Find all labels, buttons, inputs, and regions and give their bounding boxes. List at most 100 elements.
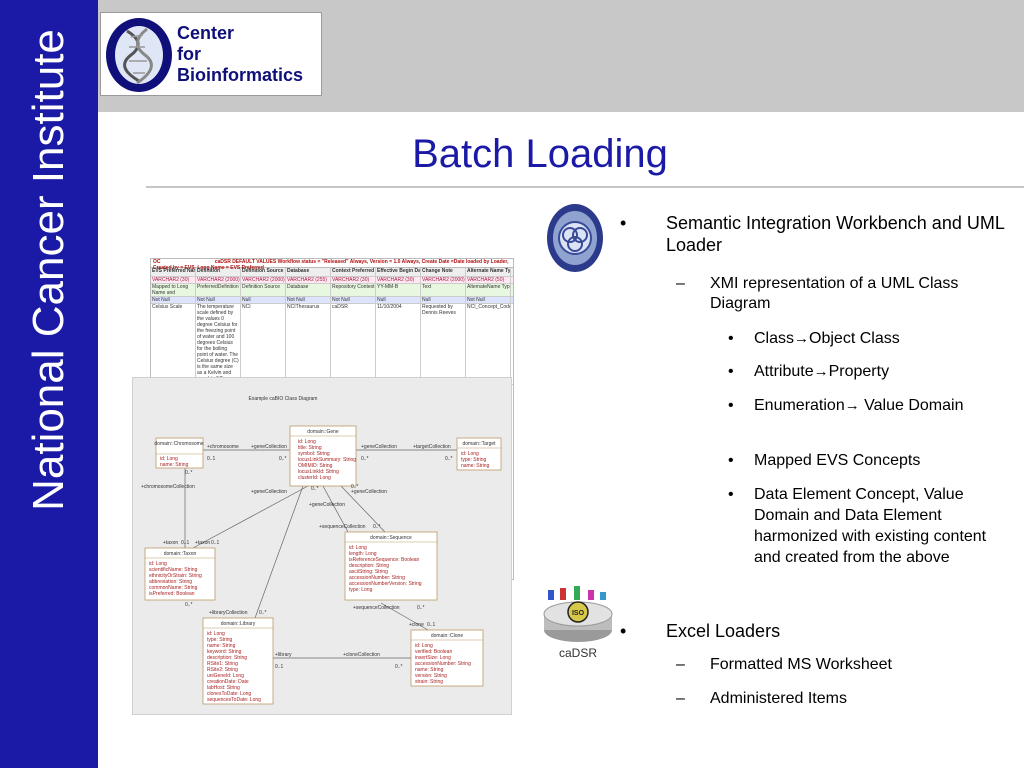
assoc-label-gene-collection-5: +geneCollection: [309, 502, 345, 508]
library-attr: RSite1: String: [207, 661, 238, 667]
clone-attr: version: String: [415, 673, 447, 679]
sheet-type-cell: VARCHAR2 (2000): [422, 277, 466, 283]
sheet-type-cell: VARCHAR2 (2000): [242, 277, 286, 283]
assoc-mult-0-n: 0..*: [259, 610, 267, 616]
sub-sub-bullet-text: Mapped EVS Concepts: [754, 452, 921, 469]
sheet-header-cell: Definition: [196, 268, 241, 276]
sheet-notes-row: Mapped to Long Name and Preferred Name P…: [151, 284, 513, 297]
sub-bullet-marker: –: [676, 275, 685, 292]
library-attr: description: String: [207, 655, 247, 661]
taxon-attr: isPreferred: Boolean: [149, 591, 195, 597]
sub-sub-bullet-text: Value Domain: [859, 397, 964, 414]
chromosome-attr: name: String: [160, 462, 189, 468]
bullet-item: • Semantic Integration Workbench and UML…: [620, 212, 1010, 256]
uml-diagram-canvas: Example caBIO Class Diagram domain::Chro…: [141, 396, 502, 705]
gene-attr: symbol: String: [298, 451, 330, 457]
sheet-note-cell: Definition Source: [241, 284, 286, 296]
sheet-data-row: Celsius Scale The temperature scale defi…: [151, 304, 513, 385]
taxon-attr: ethnicityOrStrain: String: [149, 573, 202, 579]
sheet-type-cell: VARCHAR2 (30): [331, 277, 376, 283]
library-attr: uniGeneId: Long: [207, 673, 244, 679]
assoc-label-target-collection: +targetCollection: [413, 444, 451, 450]
sub-sub-bullet-text: Class: [754, 330, 795, 347]
taxon-attr: scientificName: String: [149, 567, 198, 573]
clone-attr: verified: Boolean: [415, 649, 452, 655]
sheet-note-cell: Database: [286, 284, 331, 296]
sub-sub-bullet-marker: •: [728, 330, 734, 347]
sub-sub-bullet-text: Object Class: [809, 330, 900, 347]
bullet-marker: •: [620, 621, 627, 641]
sheet-note-cell: YY-MM-B: [376, 284, 421, 296]
sequence-attr: id: Long: [349, 545, 367, 551]
sheet-note-cell: PreferredDefinition: [196, 284, 241, 296]
bullet-text: Semantic Integration Workbench and UML L…: [666, 213, 1005, 255]
library-attr: RSite2: String: [207, 667, 238, 673]
chromosome-attr: id: Long: [160, 456, 178, 462]
sequence-attr: isReferenceSequence: Boolean: [349, 557, 420, 563]
sheet-type-cell: VARCHAR2 (30): [151, 277, 196, 283]
library-attr: labHost: String: [207, 685, 240, 691]
assoc-mult-0-n: 0..*: [417, 605, 425, 611]
sheet-note-cell: AlternateName Type: [466, 284, 511, 296]
assoc-mult-0-1: 0..1: [427, 622, 436, 628]
uml-class-diagram-image: Example caBIO Class Diagram domain::Chro…: [132, 377, 512, 715]
library-attr: sequencesToDate: Long: [207, 697, 261, 703]
uml-class-gene: domain::Gene id: Long title: String symb…: [289, 425, 357, 487]
sheet-header-cell: Alternate Name Type: [467, 268, 511, 276]
sheet-null-cell: Not Null: [286, 297, 331, 303]
sub-sub-bullet-text: Property: [828, 363, 890, 380]
sheet-title-left: OC: [153, 259, 161, 265]
library-attr: clonesToDate: Long: [207, 691, 251, 697]
slide-title: Batch Loading: [412, 132, 668, 176]
assoc-label-library: +library: [275, 652, 292, 658]
assoc-mult-0-n: 0..*: [279, 456, 287, 462]
sub-sub-bullet-item: • Mapped EVS Concepts: [728, 450, 1018, 471]
library-attr: name: String: [207, 643, 236, 649]
sub-sub-bullet-text: Attribute: [754, 363, 814, 380]
sequence-attr: description: String: [349, 563, 389, 569]
clone-attr: name: String: [415, 667, 444, 673]
arrow-icon: →: [813, 363, 829, 380]
sub-sub-bullet-item: • Class →Object Class: [728, 328, 1018, 349]
sheet-header-row: EVS Preferred Name Definition Definition…: [151, 268, 513, 277]
title-divider: [146, 186, 1024, 188]
sheet-null-cell: Not Null: [331, 297, 376, 303]
assoc-mult-0-n: 0..*: [395, 664, 403, 670]
uml-class-chromosome: domain::Chromosome id: Long name: String: [154, 437, 204, 469]
chromosome-name: domain::Chromosome: [154, 441, 203, 447]
taxon-name: domain::Taxon: [164, 551, 197, 557]
assoc-label-chromosome: +chromosome: [207, 444, 239, 450]
sheet-title-right: caDSR DEFAULT VALUES Workflow status = "…: [153, 259, 509, 271]
sheet-title-row: OC caDSR DEFAULT VALUES Workflow status …: [151, 259, 513, 271]
sheet-type-row: VARCHAR2 (30) VARCHAR2 (2000) VARCHAR2 (…: [151, 277, 513, 284]
sub-bullet-item: – Formatted MS Worksheet: [676, 655, 1016, 675]
gene-attr: OMIMID: String: [298, 463, 333, 469]
semantic-workbench-icon: [547, 204, 603, 272]
dna-helix-icon: [106, 18, 172, 92]
assoc-label-gene-collection-4: +geneCollection: [351, 489, 387, 495]
logo-line-center: Center: [177, 23, 235, 43]
sheet-null-cell: Not Null: [151, 297, 196, 303]
sub-sub-bullet-text-wrap: Enumeration→ Value Domain: [754, 395, 984, 416]
sub-sub-bullet-marker: •: [728, 363, 734, 380]
gene-attr: title: String: [298, 445, 322, 451]
assoc-label-gene-collection: +geneCollection: [251, 444, 287, 450]
assoc-mult-0-n: 0..*: [445, 456, 453, 462]
sub-bullet-text: Administered Items: [710, 690, 847, 707]
bullet-item: • Excel Loaders: [620, 620, 1010, 642]
sheet-data-cell: NCI_Concept_Code: [466, 304, 511, 384]
sheet-header-cell: Definition Source: [241, 268, 286, 276]
sub-sub-bullet-text: Data Element Concept, Value Domain and D…: [754, 486, 987, 566]
assoc-label-taxon-2: +taxon: [195, 540, 210, 546]
sheet-header-cell: Database: [286, 268, 331, 276]
sheet-type-cell: VARCHAR2 (2000): [197, 277, 241, 283]
uml-class-library: domain::Library id: Long type: String na…: [202, 617, 274, 705]
clone-attr: insertSize: Long: [415, 655, 451, 661]
uml-diagram-title: Example caBIO Class Diagram: [249, 396, 318, 402]
sub-sub-bullet-marker: •: [728, 452, 734, 469]
taxon-attr: id: Long: [149, 561, 167, 567]
assoc-mult-0-n: 0..*: [361, 456, 369, 462]
assoc-label-sequence-collection: +sequenceCollection: [319, 524, 366, 530]
library-attr: keyword: String: [207, 649, 242, 655]
assoc-label-gene-collection-3: +geneCollection: [251, 489, 287, 495]
